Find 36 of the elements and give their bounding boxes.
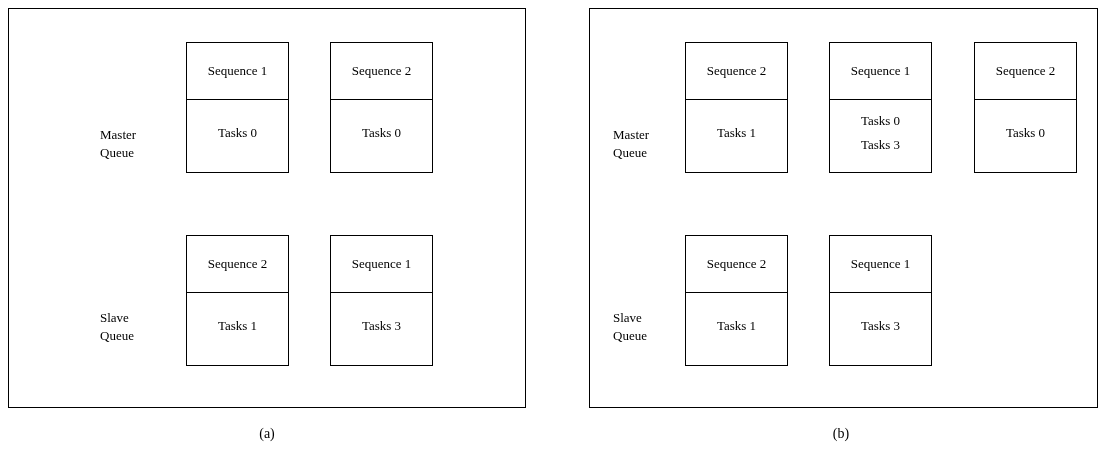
tasks-label: Tasks 3 [361,318,402,334]
panel-caption: (b) [832,426,850,442]
queue-entry-box [685,235,788,366]
tasks-label: Tasks 3 [860,318,901,334]
sequence-label: Sequence 1 [351,256,412,272]
sequence-label: Sequence 1 [850,256,911,272]
sequence-label: Sequence 2 [995,63,1056,79]
tasks-label: Tasks 1 [217,318,258,334]
tasks-label: Tasks 1 [716,318,757,334]
queue-name-label: Master Queue [100,126,138,162]
sequence-label: Sequence 2 [706,256,767,272]
queue-entry-box [685,42,788,173]
queue-entry-box [186,42,289,173]
queue-name-label: Master Queue [613,126,651,162]
tasks-label: Tasks 0 [1005,125,1046,141]
sequence-label: Sequence 2 [207,256,268,272]
queue-name-label: Slave Queue [100,309,135,345]
tasks-label: Tasks 1 [716,125,757,141]
sequence-label: Sequence 1 [207,63,268,79]
tasks-label: Tasks 3 [860,137,901,153]
tasks-label: Tasks 0 [361,125,402,141]
queue-entry-box [974,42,1077,173]
queue-entry-box [186,235,289,366]
tasks-label: Tasks 0 [860,113,901,129]
queue-name-label: Slave Queue [613,309,648,345]
tasks-label: Tasks 0 [217,125,258,141]
sequence-label: Sequence 1 [850,63,911,79]
panel-frame [589,8,1098,408]
queue-entry-box [330,42,433,173]
panel-frame [8,8,526,408]
queue-entry-box [829,42,932,173]
sequence-label: Sequence 2 [706,63,767,79]
sequence-label: Sequence 2 [351,63,412,79]
panel-caption: (a) [259,426,275,442]
queue-entry-box [330,235,433,366]
queue-entry-box [829,235,932,366]
